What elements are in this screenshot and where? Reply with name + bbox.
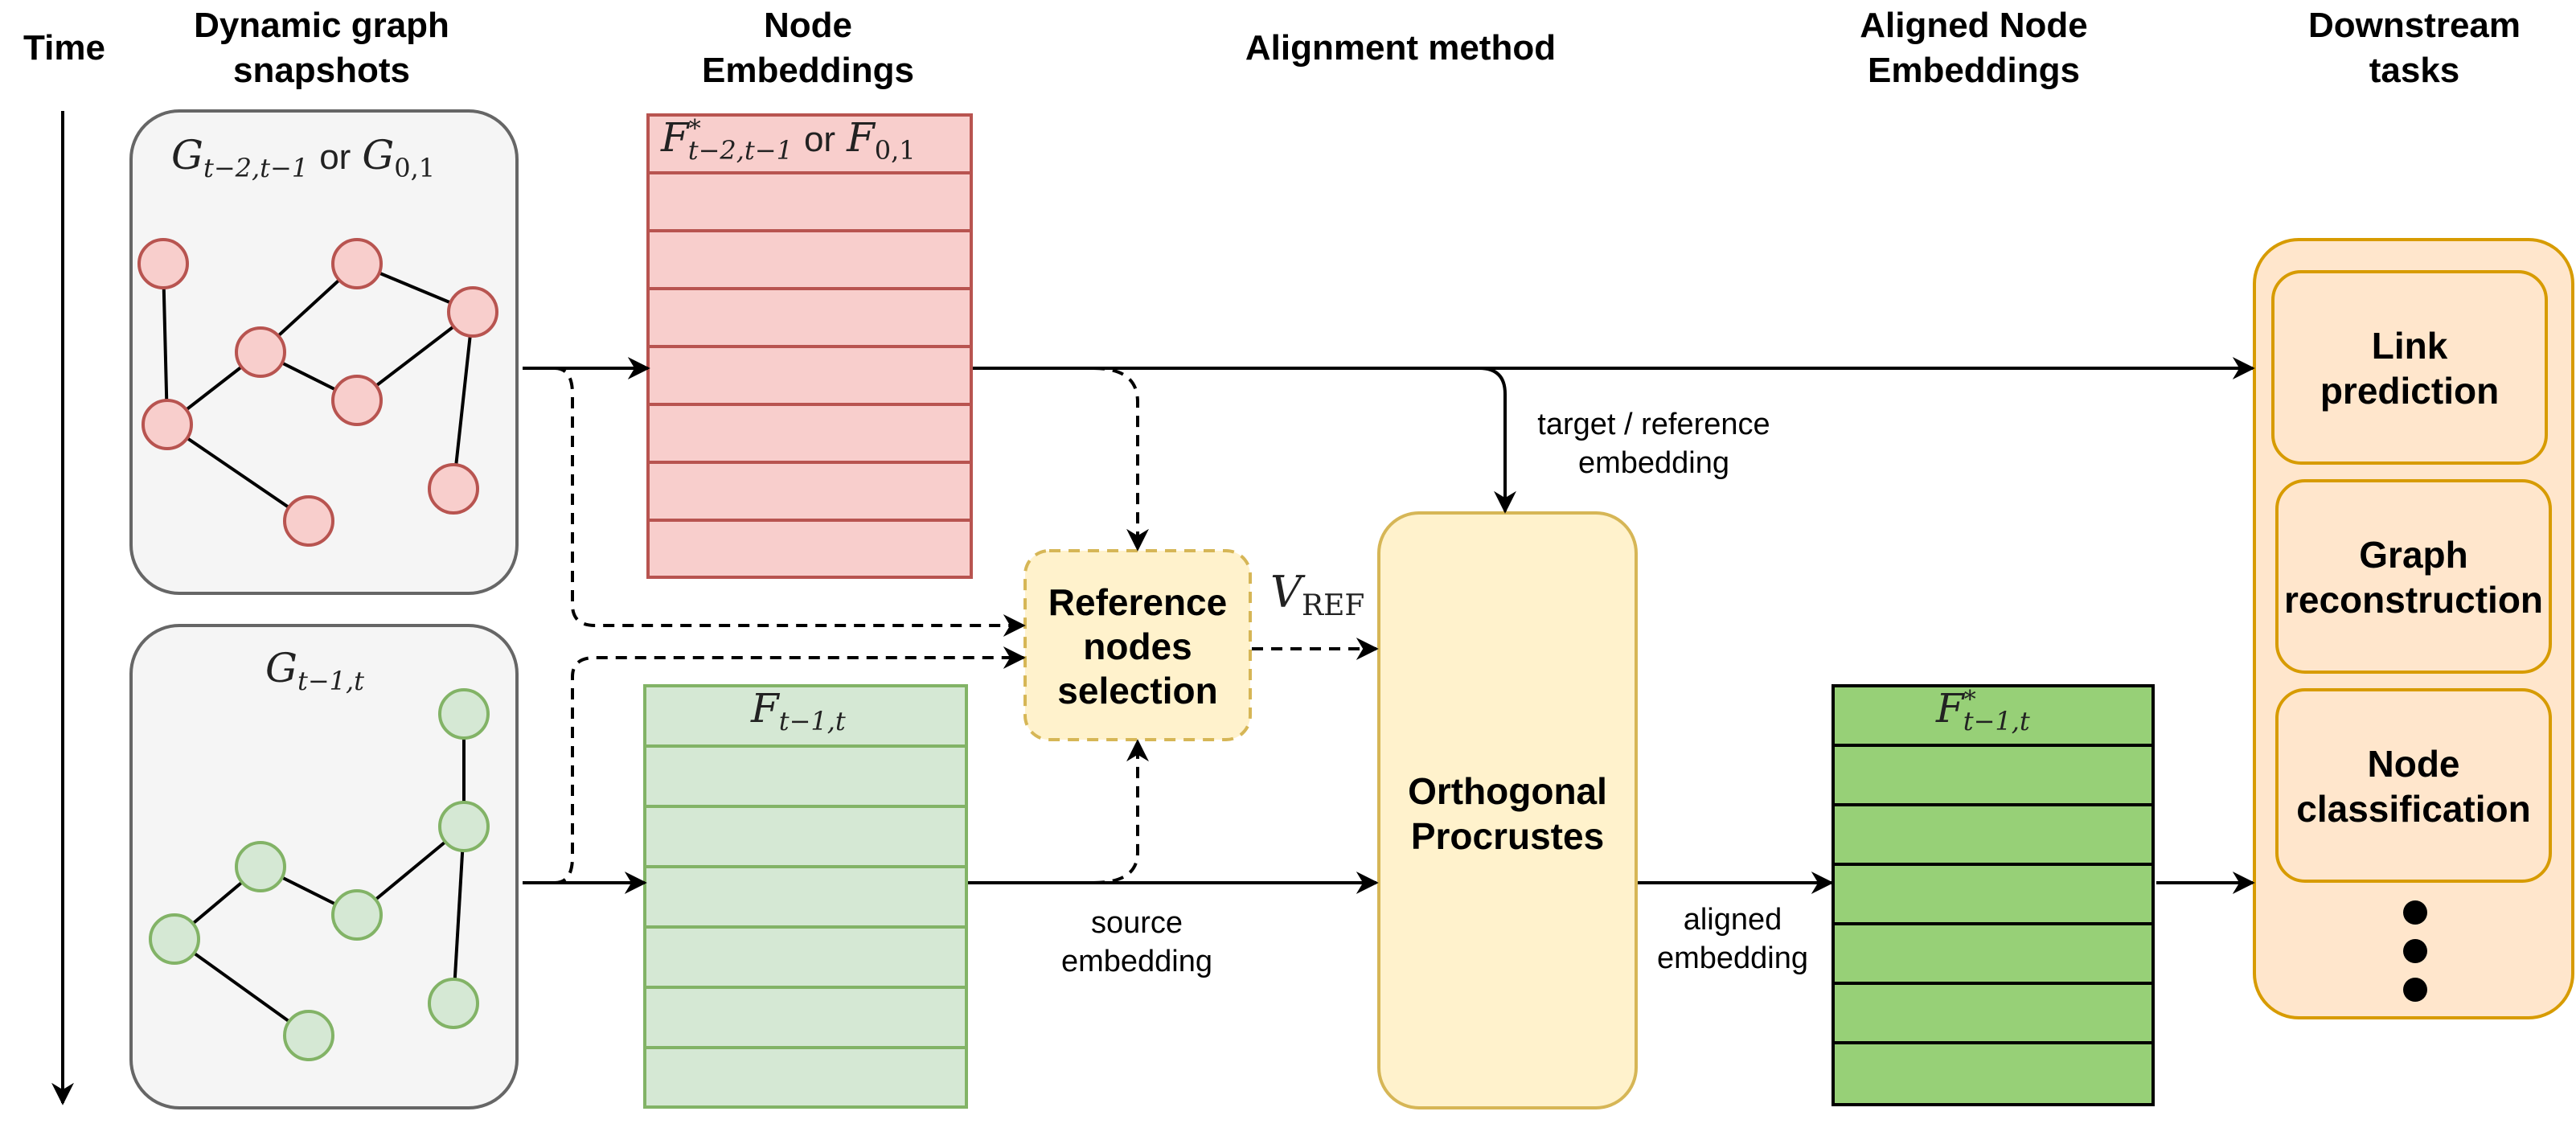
task-node-label-line2: classification xyxy=(2296,788,2530,830)
aligned-header-line1: Aligned Node xyxy=(1860,6,2088,45)
aligned-header-line2: Embeddings xyxy=(1868,51,2080,90)
snapshot-bottom-label: Gt−1,t xyxy=(265,645,364,696)
matrix-bottom-label: Ft−1,t xyxy=(750,685,846,736)
task-link-label-line2: prediction xyxy=(2320,370,2499,412)
dashed-arrow-top-snapshot-to-reference xyxy=(554,367,1026,637)
target-embedding-label-line1: target / reference xyxy=(1537,408,1770,441)
graph-node-red xyxy=(137,238,189,289)
graph-node-green xyxy=(438,688,490,740)
task-graph-label-line1: Graph xyxy=(2359,534,2467,576)
target-embedding-label-line2: embedding xyxy=(1578,446,1729,480)
snapshots-header-line1: Dynamic graph xyxy=(194,6,449,45)
graph-node-red xyxy=(142,399,193,450)
downstream-header-line1: Downstream xyxy=(2308,6,2521,45)
vref-label: VREF xyxy=(1270,567,1364,622)
source-embedding-label-line1: source xyxy=(1091,906,1183,940)
matrix-top-rows xyxy=(646,113,973,579)
procrustes-label-line2: Procrustes xyxy=(1411,815,1604,857)
matrix-bottom-rows xyxy=(643,684,968,1109)
graph-node-red xyxy=(447,286,498,338)
task-link-prediction xyxy=(2271,270,2548,465)
graph-node-red xyxy=(283,495,334,547)
task-graph-label-line2: reconstruction xyxy=(2284,579,2543,621)
downstream-header-line2: tasks xyxy=(2369,51,2460,90)
graph-node-green xyxy=(149,913,200,965)
embeddings-header-line1: Node xyxy=(764,6,852,45)
snapshot-panel-top xyxy=(129,109,519,595)
snapshots-header-line2: snapshots xyxy=(233,51,410,90)
embeddings-header-line2: Embeddings xyxy=(702,51,914,90)
matrix-aligned-rows xyxy=(1832,684,2155,1106)
dashed-arrow-top-embedding-to-reference xyxy=(1093,367,1149,552)
graph-node-red xyxy=(428,463,479,515)
source-embedding-label-line2: embedding xyxy=(1061,945,1212,978)
snapshot-panel-bottom xyxy=(129,624,519,1109)
reference-label-line3: selection xyxy=(1057,670,1217,712)
procrustes-label-line1: Orthogonal xyxy=(1408,770,1607,812)
reference-label-line2: nodes xyxy=(1083,625,1192,667)
task-graph-reconstruction xyxy=(2275,479,2552,674)
graph-node-red xyxy=(331,375,383,426)
graph-node-red xyxy=(331,238,383,289)
task-link-label-line1: Link xyxy=(2372,325,2448,367)
reference-label-line1: Reference xyxy=(1048,581,1227,623)
graph-node-green xyxy=(438,801,490,852)
task-node-label-line1: Node xyxy=(2368,743,2460,785)
graph-node-green xyxy=(331,889,383,941)
aligned-embedding-label-line1: aligned xyxy=(1684,903,1782,937)
more-tasks-ellipsis xyxy=(2403,900,2427,1002)
alignment-header: Alignment method xyxy=(1245,28,1556,68)
aligned-embedding-label-line2: embedding xyxy=(1657,941,1808,975)
dashed-arrow-bottom-snapshot-to-reference xyxy=(554,646,1026,884)
task-node-classification xyxy=(2275,688,2552,883)
dashed-arrow-bottom-embedding-to-reference xyxy=(1093,739,1149,884)
graph-node-green xyxy=(428,978,479,1029)
arrow-target-to-procrustes xyxy=(1479,367,1516,514)
time-header: Time xyxy=(23,28,105,68)
graph-node-green xyxy=(283,1010,334,1061)
matrix-aligned-label: F*t−1,t xyxy=(1935,685,2030,736)
graph-node-green xyxy=(235,841,286,892)
graph-node-red xyxy=(235,326,286,378)
